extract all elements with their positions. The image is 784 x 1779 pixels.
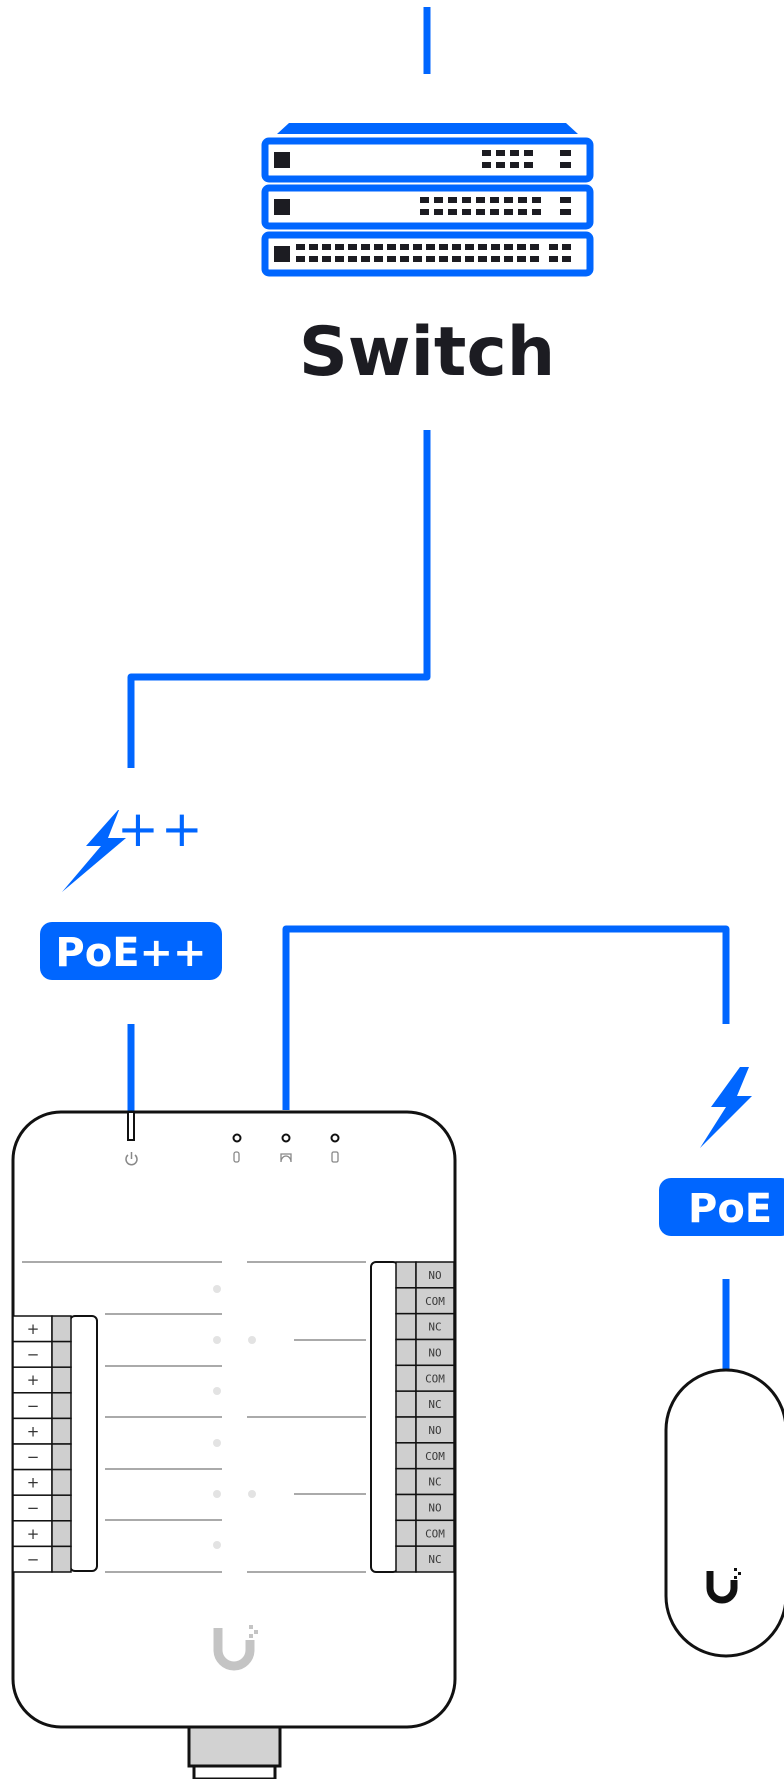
- relay-terminal-label: NC: [428, 1553, 441, 1566]
- relay-terminal-label: NO: [428, 1501, 441, 1514]
- input-terminal-label: +: [27, 1422, 40, 1440]
- relay-terminal: NO: [395, 1261, 455, 1289]
- relay-terminal-housing: [370, 1261, 399, 1573]
- input-terminal: +: [12, 1468, 72, 1496]
- status-led: [281, 1133, 291, 1143]
- relay-terminal-label: NC: [428, 1321, 441, 1334]
- reader-status-icon: [331, 1151, 339, 1163]
- lock-sensor-icon: [233, 1151, 240, 1163]
- input-terminal: −: [12, 1340, 72, 1368]
- door-status-icon: [280, 1153, 292, 1163]
- relay-terminal-label: COM: [425, 1372, 445, 1385]
- input-terminal-block: + − + − + − + − + −: [12, 1315, 72, 1573]
- input-terminal-label: +: [27, 1525, 40, 1543]
- relay-terminal: NC: [395, 1467, 455, 1496]
- relay-terminal-label: NC: [428, 1398, 441, 1411]
- lightning-bolt-icon: [700, 1067, 752, 1148]
- relay-terminal-label: COM: [425, 1295, 445, 1308]
- input-terminal: −: [12, 1545, 72, 1573]
- switch-top-cap: [277, 123, 578, 134]
- device-bottom-connector: [187, 1724, 282, 1768]
- ubiquiti-u-logo-icon: [213, 1625, 258, 1671]
- relay-terminal: COM: [395, 1364, 455, 1392]
- relay-terminal: NC: [395, 1545, 455, 1573]
- device-to-poe-line: [282, 925, 730, 1110]
- input-terminal: +: [12, 1417, 72, 1445]
- poe-badge: [659, 1178, 784, 1236]
- switch-unit-2: [261, 184, 594, 230]
- relay-terminal: NC: [395, 1390, 455, 1418]
- input-terminal-label: +: [27, 1320, 40, 1338]
- status-led: [330, 1133, 340, 1143]
- relay-terminal-label: NO: [428, 1424, 441, 1437]
- input-terminal: −: [12, 1392, 72, 1420]
- relay-terminal: NO: [395, 1416, 455, 1444]
- relay-terminal-label: COM: [425, 1527, 445, 1540]
- relay-terminal: NO: [395, 1493, 455, 1522]
- input-terminal-label: +: [27, 1474, 40, 1492]
- input-terminal: +: [12, 1520, 72, 1548]
- relay-terminal: NO: [395, 1338, 455, 1367]
- network-switch-icon: [261, 123, 594, 277]
- input-terminal: −: [12, 1443, 72, 1471]
- status-led: [232, 1133, 242, 1143]
- input-terminal: −: [12, 1494, 72, 1522]
- relay-terminal-label: NO: [428, 1269, 441, 1282]
- input-terminal-label: −: [27, 1499, 40, 1517]
- relay-terminal: COM: [395, 1287, 455, 1315]
- poe-plus-superscript: ++: [117, 800, 205, 858]
- input-terminal: +: [12, 1366, 72, 1394]
- relay-terminal-label: NC: [428, 1476, 441, 1489]
- relay-terminal: COM: [395, 1442, 455, 1470]
- poe-indicator: PoE: [659, 1067, 784, 1236]
- access-reader-device: [664, 1368, 784, 1658]
- relay-terminal-label: NO: [428, 1346, 441, 1359]
- input-terminal-housing: [69, 1315, 98, 1572]
- relay-terminal: COM: [395, 1519, 455, 1547]
- poe-plus-indicator: ++ PoE++: [40, 800, 222, 980]
- input-terminal-label: −: [27, 1346, 40, 1364]
- access-hub-device: + − + − + − + − + − NO COM NC NO COM NC NO COM NC NO COM NC: [11, 1110, 457, 1779]
- reader-body: [664, 1368, 784, 1658]
- input-terminal-label: −: [27, 1397, 40, 1415]
- input-terminal-label: −: [27, 1448, 40, 1466]
- ubiquiti-u-logo-icon: [706, 1568, 741, 1604]
- internal-wiring: [22, 1261, 366, 1573]
- poe-badge-label: PoE: [688, 1186, 772, 1232]
- switch-label: Switch: [299, 313, 555, 392]
- switch-to-poe-plus-line: [127, 430, 431, 768]
- status-leds: [232, 1133, 340, 1163]
- relay-terminal-block: NO COM NC NO COM NC NO COM NC NO COM NC: [395, 1261, 455, 1573]
- input-terminal-label: −: [27, 1550, 40, 1568]
- input-terminal-label: +: [27, 1371, 40, 1389]
- connection-lines: [127, 7, 730, 1372]
- relay-terminal-label: COM: [425, 1450, 445, 1463]
- poe-plus-badge: [40, 922, 222, 980]
- power-icon: [125, 1152, 138, 1166]
- poe-plus-badge-label: PoE++: [55, 930, 206, 976]
- lightning-bolt-icon: [62, 810, 126, 892]
- switch-unit-1: [261, 137, 594, 183]
- internal-dots: [213, 1285, 256, 1549]
- switch-unit-3: [261, 231, 594, 277]
- power-port: [127, 1111, 135, 1141]
- relay-terminal: NC: [395, 1312, 455, 1341]
- input-terminal: +: [12, 1315, 72, 1343]
